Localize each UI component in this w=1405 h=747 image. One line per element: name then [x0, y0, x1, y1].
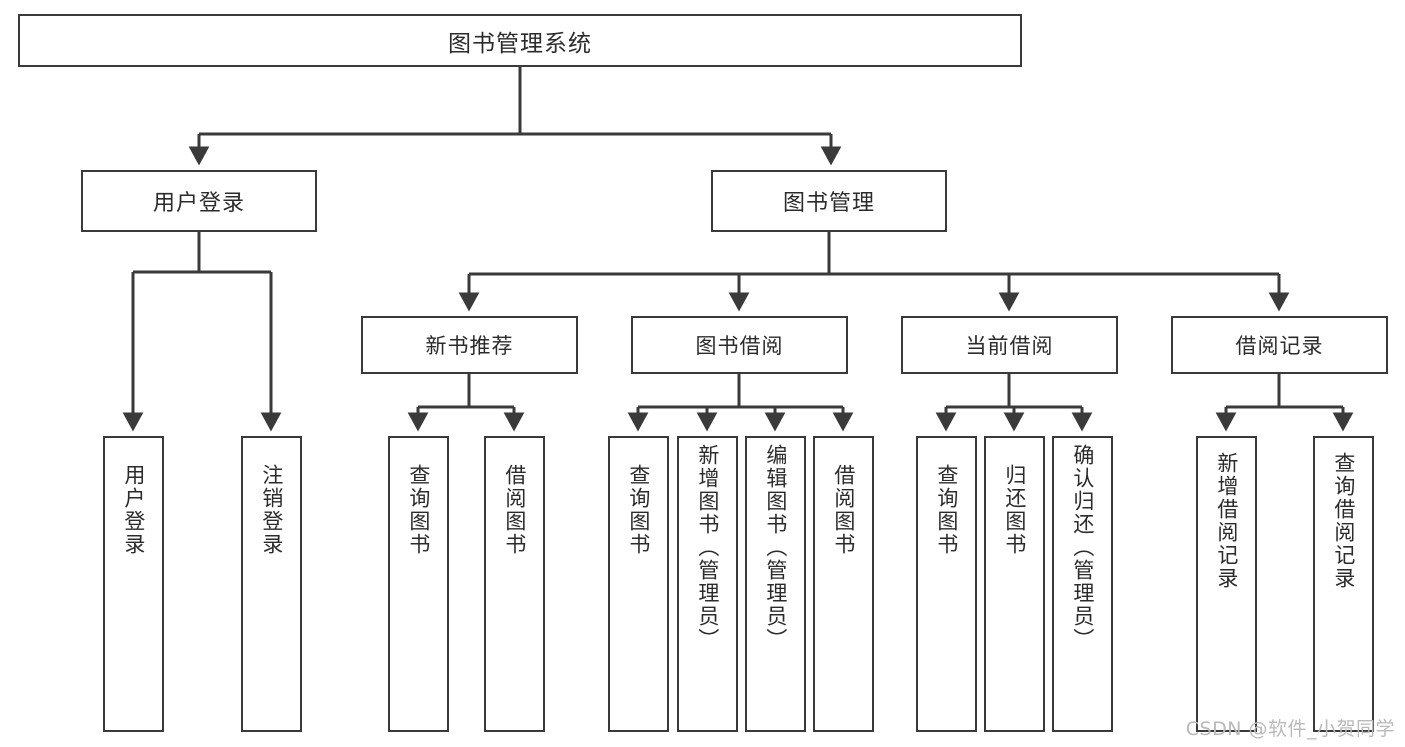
node-leaf-query-borrow-record-label: 查询借阅记录	[1331, 452, 1356, 590]
node-leaf-user-logout[interactable]: 注销登录	[241, 436, 302, 732]
node-leaf-add-book-admin-label: 新增图书（管理员）	[695, 444, 720, 651]
node-leaf-query-borrow-record[interactable]: 查询借阅记录	[1313, 436, 1374, 732]
node-current-borrow-label: 当前借阅	[965, 334, 1054, 358]
node-user-login[interactable]: 用户登录	[81, 170, 317, 232]
node-leaf-borrow-book-rec-label: 借阅图书	[502, 464, 527, 556]
node-book-management[interactable]: 图书管理	[711, 170, 947, 232]
node-book-borrow-label: 图书借阅	[695, 334, 784, 358]
node-leaf-query-book-rec-label: 查询图书	[406, 464, 431, 556]
node-leaf-query-book-rec[interactable]: 查询图书	[388, 436, 449, 732]
node-user-login-label: 用户登录	[152, 191, 245, 216]
node-root[interactable]: 图书管理系统	[18, 14, 1022, 67]
node-leaf-borrow-book-label: 借阅图书	[831, 464, 856, 556]
node-leaf-return-book[interactable]: 归还图书	[984, 436, 1045, 732]
node-leaf-user-login-label: 用户登录	[121, 464, 146, 556]
node-leaf-borrow-book[interactable]: 借阅图书	[813, 436, 874, 732]
node-leaf-edit-book-admin-label: 编辑图书（管理员）	[763, 444, 788, 651]
node-book-management-label: 图书管理	[782, 191, 875, 216]
node-leaf-add-borrow-record[interactable]: 新增借阅记录	[1196, 436, 1257, 732]
node-leaf-add-borrow-record-label: 新增借阅记录	[1214, 452, 1239, 590]
node-leaf-query-book-current-label: 查询图书	[934, 464, 959, 556]
node-new-book-recommend-label: 新书推荐	[425, 334, 514, 358]
node-leaf-query-book-current[interactable]: 查询图书	[916, 436, 977, 732]
node-leaf-query-book-borrow-label: 查询图书	[626, 464, 651, 556]
node-book-borrow[interactable]: 图书借阅	[631, 316, 848, 374]
node-leaf-return-book-label: 归还图书	[1002, 464, 1027, 556]
node-leaf-borrow-book-rec[interactable]: 借阅图书	[484, 436, 545, 732]
node-leaf-user-logout-label: 注销登录	[259, 464, 284, 556]
node-leaf-confirm-return-admin[interactable]: 确认归还（管理员）	[1052, 436, 1113, 732]
watermark: CSDN @软件_小贺同学	[1185, 718, 1395, 740]
node-new-book-recommend[interactable]: 新书推荐	[361, 316, 578, 374]
node-root-label: 图书管理系统	[448, 30, 592, 57]
node-borrow-record-label: 借阅记录	[1235, 334, 1324, 358]
node-current-borrow[interactable]: 当前借阅	[901, 316, 1118, 374]
node-leaf-query-book-borrow[interactable]: 查询图书	[608, 436, 669, 732]
node-leaf-user-login[interactable]: 用户登录	[103, 436, 164, 732]
node-leaf-confirm-return-admin-label: 确认归还（管理员）	[1070, 444, 1095, 651]
node-leaf-add-book-admin[interactable]: 新增图书（管理员）	[677, 436, 738, 732]
node-borrow-record[interactable]: 借阅记录	[1171, 316, 1388, 374]
node-leaf-edit-book-admin[interactable]: 编辑图书（管理员）	[745, 436, 806, 732]
